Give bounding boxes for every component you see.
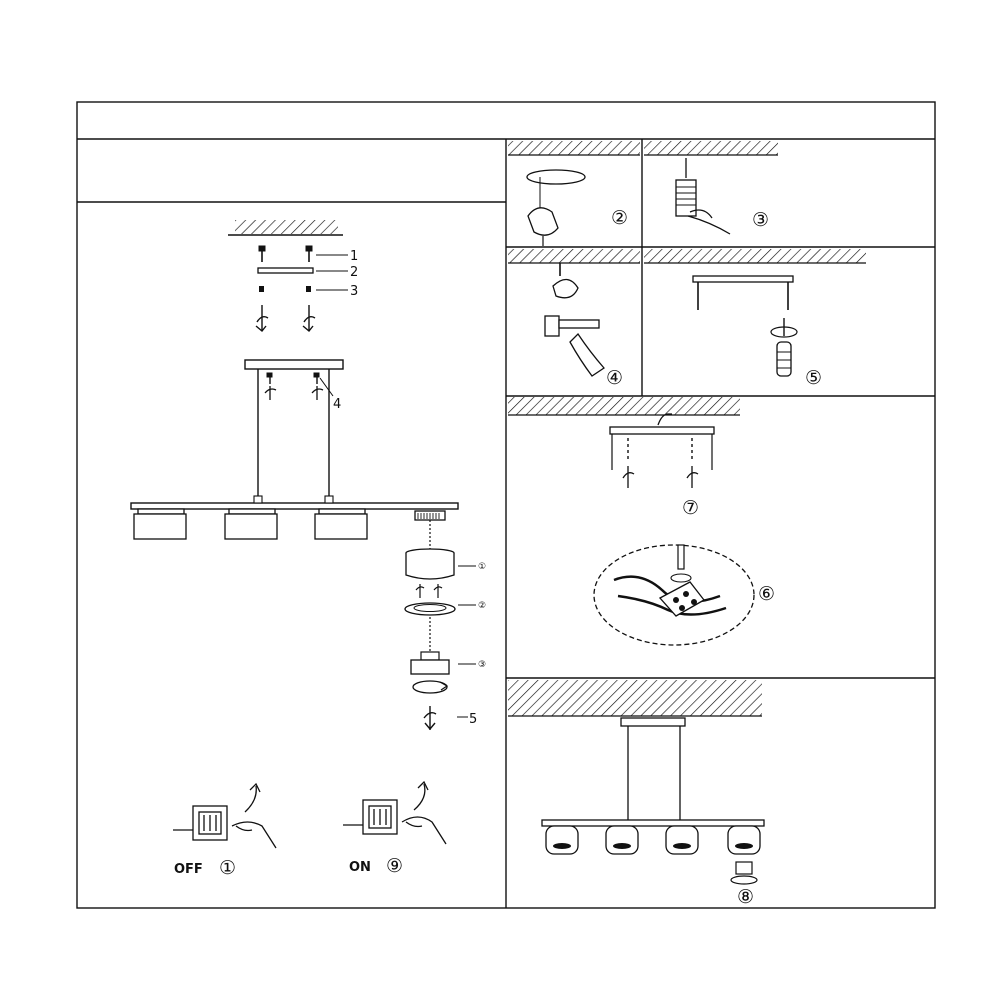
part-2-label: 2	[350, 265, 358, 280]
nut	[259, 286, 264, 292]
step-3-label: ③	[752, 209, 769, 231]
rotate-icon	[264, 386, 324, 400]
ceiling-hatch	[235, 220, 338, 234]
rotate-icon	[423, 706, 437, 731]
mounting-screw	[258, 245, 313, 262]
step-4-label: ④	[606, 367, 623, 389]
step-8-label: ⑧	[737, 886, 754, 908]
shade-part-3-label: ③	[478, 660, 486, 670]
part-3-label: 3	[350, 284, 358, 299]
step-6-label: ⑥	[758, 583, 775, 605]
power-switch-on	[343, 780, 447, 845]
rotate-icon	[255, 305, 316, 332]
exploded-view: 1 2 3 4	[130, 220, 486, 879]
step-5-label: ⑤	[805, 367, 822, 389]
lamp-shade	[133, 508, 368, 540]
step-2-panel: ②	[508, 141, 640, 246]
step-6-panel: ⑥	[593, 544, 775, 646]
off-label: OFF	[174, 862, 203, 877]
lamp-bar	[130, 502, 459, 510]
step-2-label: ②	[611, 207, 628, 229]
step-8-panel: ⑧	[508, 680, 765, 908]
nut	[306, 286, 311, 292]
step-7-label: ⑦	[682, 497, 699, 519]
power-switch-off	[173, 782, 277, 849]
canopy	[244, 359, 344, 370]
part-4-label: 4	[333, 397, 341, 412]
step-5-panel: ⑤	[644, 249, 866, 389]
step-3-panel: ③	[644, 141, 778, 235]
bulb-holder	[420, 651, 440, 661]
part-5-label: 5	[469, 712, 477, 727]
step-4-panel: ④	[508, 249, 640, 389]
on-label: ON	[349, 860, 371, 875]
step-7-panel: ⑦	[508, 397, 740, 519]
step-9-label: ⑨	[386, 855, 403, 877]
mounting-bracket	[257, 267, 314, 274]
frame	[76, 101, 936, 909]
shade-part-1-label: ①	[478, 562, 486, 572]
step-1-label: ①	[219, 857, 236, 879]
shade-part-2-label: ②	[478, 601, 486, 611]
rotate-icon	[412, 680, 448, 694]
part-1-label: 1	[350, 249, 358, 264]
